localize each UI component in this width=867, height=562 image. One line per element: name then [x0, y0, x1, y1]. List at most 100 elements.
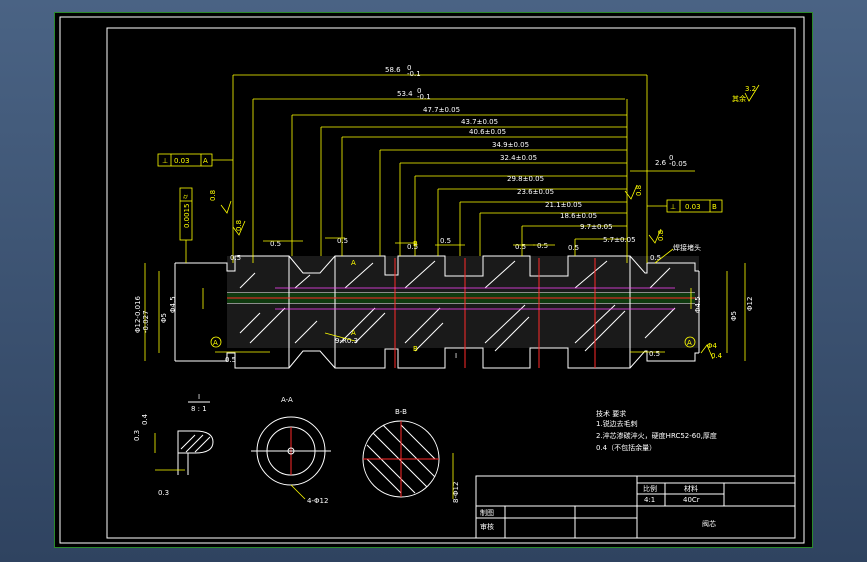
section-view-aa: A-A 4-Φ12	[251, 396, 331, 505]
material-value: 40Cr	[683, 496, 700, 504]
svg-text:-0.1: -0.1	[407, 70, 421, 78]
svg-text:Φ12: Φ12	[746, 297, 754, 311]
left-diameters: Φ12-0.016 -0.027 Φ5 Φ4.5	[134, 263, 204, 361]
svg-text:0.8: 0.8	[235, 220, 243, 231]
draw-label: 制图	[480, 508, 494, 517]
detail-callout: I	[455, 352, 457, 360]
svg-text:0.3: 0.3	[133, 430, 141, 441]
outer-border	[59, 16, 805, 544]
dim-18-6: 18.6±0.05	[560, 212, 597, 220]
svg-text:0: 0	[669, 154, 673, 162]
svg-text:0.3: 0.3	[158, 489, 169, 497]
svg-text:0.5: 0.5	[537, 242, 548, 250]
svg-text:0.4: 0.4	[141, 413, 149, 425]
svg-text:A-A: A-A	[281, 396, 293, 404]
hatch-pattern	[239, 260, 676, 352]
svg-text:0.0015: 0.0015	[183, 204, 191, 229]
detail-view-i: I 8 : 1 0.3 0.4 0.3	[133, 393, 214, 497]
svg-text:⌭: ⌭	[183, 193, 188, 201]
dim-2-6: 2.6	[655, 159, 667, 167]
svg-text:0: 0	[417, 87, 421, 95]
svg-text:A: A	[203, 157, 208, 165]
svg-text:0.5: 0.5	[407, 243, 418, 251]
small-dims: 0.5 0.5 0.5 0.5 0.5 0.5 0.5 0.5 0.5	[230, 237, 661, 262]
circle-markers: A A	[210, 336, 696, 348]
technical-notes: 技术 要求 1.锐边去毛刺 2.淬芯渗碳淬火，硬度HRC52-60,厚度 0.4…	[596, 409, 717, 452]
title-block: 比例 4:1 材料 40Cr 制图 审核 阀芯	[475, 475, 796, 539]
svg-text:0.03: 0.03	[685, 203, 701, 211]
svg-text:8-Φ12: 8-Φ12	[452, 482, 460, 503]
dim-53-4: 53.4	[397, 90, 413, 98]
svg-text:B: B	[413, 345, 418, 353]
shaft-outline	[174, 255, 700, 369]
dim-34-9: 34.9±0.05	[492, 141, 529, 149]
svg-text:0.5: 0.5	[440, 237, 451, 245]
svg-text:⊥: ⊥	[670, 203, 676, 211]
dim-9-7: 9.7±0.05	[580, 223, 613, 231]
svg-text:其余: 其余	[732, 94, 746, 103]
svg-text:I: I	[198, 393, 200, 401]
svg-text:0.03: 0.03	[174, 157, 190, 165]
gtol-frame-right: ⊥ 0.03 B	[647, 199, 723, 213]
gtol-frame-left: ⊥ 0.03 A	[157, 153, 233, 167]
dim-5-7: 5.7±0.05	[603, 236, 636, 244]
svg-text:1.锐边去毛刺: 1.锐边去毛刺	[596, 419, 638, 428]
shaft-top-edge	[175, 255, 699, 277]
roughness-symbols: 3.2 其余 0.8 0.8 0.8 0.8 0.4	[209, 84, 760, 360]
svg-text:2.淬芯渗碳淬火，硬度HRC52-60,厚度: 2.淬芯渗碳淬火，硬度HRC52-60,厚度	[596, 431, 717, 440]
overall-dimensions: 58.6 0 -0.1 53.4 0 -0.1 47.7±0.05 43.7±0…	[232, 64, 648, 263]
weld-note: 焊接堵头	[673, 243, 701, 252]
dim-29-8: 29.8±0.05	[507, 175, 544, 183]
svg-text:0.5: 0.5	[650, 254, 661, 262]
svg-text:-0.027: -0.027	[142, 310, 150, 333]
dim-43-7: 43.7±0.05	[461, 118, 498, 126]
dim-23-6: 23.6±0.05	[517, 188, 554, 196]
svg-text:B-B: B-B	[395, 408, 407, 416]
svg-text:0.5: 0.5	[649, 350, 660, 358]
check-label: 审核	[480, 522, 494, 531]
svg-text:A: A	[213, 339, 218, 347]
dim-58-6: 58.6	[385, 66, 401, 74]
svg-text:B: B	[413, 240, 418, 248]
material-label: 材料	[684, 484, 698, 493]
dim-40-6: 40.6±0.05	[469, 128, 506, 136]
svg-text:0.5: 0.5	[337, 237, 348, 245]
svg-text:A: A	[687, 339, 692, 347]
svg-text:⊥: ⊥	[162, 157, 168, 165]
svg-text:B: B	[712, 203, 717, 211]
svg-text:3.2: 3.2	[745, 85, 756, 93]
svg-text:0.5: 0.5	[515, 243, 526, 251]
svg-text:8 : 1: 8 : 1	[191, 405, 207, 413]
right-diameters: Φ12 Φ5 Φ4.5	[690, 263, 754, 361]
svg-text:A: A	[351, 329, 356, 337]
svg-text:Φ4.5: Φ4.5	[169, 296, 177, 313]
svg-text:0.5: 0.5	[568, 244, 579, 252]
svg-text:0.5: 0.5	[225, 356, 236, 364]
right-dimensions: 29.8±0.05 23.6±0.05 21.1±0.05 18.6±0.05 …	[414, 154, 695, 256]
shaft-bottom-edge	[175, 347, 699, 369]
part-name: 阀芯	[702, 519, 716, 528]
svg-text:0.8: 0.8	[635, 185, 643, 196]
svg-text:Φ4.5: Φ4.5	[694, 296, 702, 313]
svg-text:-0.05: -0.05	[669, 160, 687, 168]
svg-text:0: 0	[407, 64, 411, 72]
svg-text:0.5: 0.5	[270, 240, 281, 248]
svg-text:0.8: 0.8	[657, 230, 665, 241]
svg-text:Φ12-0.016: Φ12-0.016	[134, 295, 142, 333]
dim-21-1: 21.1±0.05	[545, 201, 582, 209]
section-view-bb: B-B 8-Φ12	[362, 408, 460, 503]
inner-border	[106, 27, 796, 539]
drawing-sheet: 58.6 0 -0.1 53.4 0 -0.1 47.7±0.05 43.7±0…	[54, 12, 813, 548]
svg-text:Φ5: Φ5	[730, 311, 738, 321]
scale-value: 4:1	[644, 496, 655, 504]
gtol-frame-vertical: ⌭ 0.0015	[179, 187, 193, 263]
svg-text:0.4: 0.4	[711, 352, 723, 360]
cad-canvas: 58.6 0 -0.1 53.4 0 -0.1 47.7±0.05 43.7±0…	[59, 16, 805, 544]
svg-text:A: A	[351, 259, 356, 267]
svg-text:Φ4: Φ4	[707, 342, 718, 350]
svg-text:0.4（不包括余量）: 0.4（不包括余量）	[596, 443, 656, 452]
svg-text:0.8: 0.8	[209, 190, 217, 201]
svg-text:技术 要求: 技术 要求	[596, 409, 626, 418]
svg-text:4-Φ12: 4-Φ12	[307, 497, 328, 505]
